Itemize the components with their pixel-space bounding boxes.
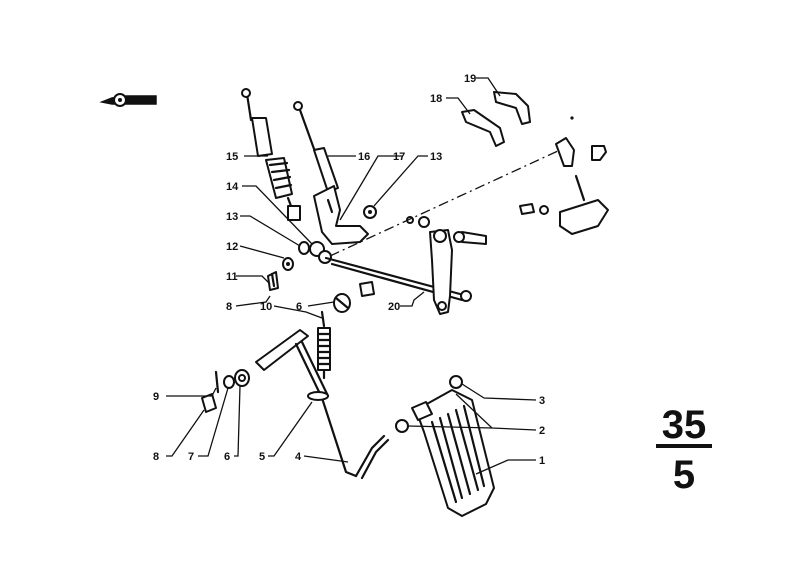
callout-4: 4	[295, 451, 302, 463]
bushing-14	[309, 241, 332, 264]
adjustable-rod-15	[241, 88, 301, 221]
callout-11: 11	[226, 271, 238, 283]
washer-7	[223, 375, 235, 389]
callout-19: 19	[464, 73, 476, 85]
washer-3	[449, 375, 463, 389]
washer-12	[282, 257, 294, 271]
bell-crank-lever	[429, 229, 453, 315]
leader-lines	[166, 77, 537, 475]
washer-5	[307, 391, 329, 401]
clip-11	[267, 271, 279, 291]
bushing-6-lower	[234, 369, 250, 387]
callout-6-upper: 6	[296, 301, 302, 313]
callout-12: 12	[226, 241, 238, 253]
callout-9: 9	[153, 391, 159, 403]
reference-divider	[656, 444, 712, 448]
bracket-19	[493, 91, 531, 125]
callout-17: 17	[393, 151, 405, 163]
key-symbol-icon	[99, 93, 157, 107]
callout-8-upper: 8	[226, 301, 232, 313]
clip-8	[201, 393, 217, 413]
callout-1: 1	[539, 455, 545, 467]
bracket-18	[461, 109, 505, 147]
short-rod-16	[293, 101, 339, 201]
pin-9	[214, 370, 220, 394]
page-reference: 35 5	[656, 403, 712, 497]
callout-3: 3	[539, 395, 545, 407]
washer-2	[395, 419, 409, 433]
callout-16: 16	[358, 151, 370, 163]
return-spring-10	[316, 310, 332, 380]
callout-10: 10	[260, 301, 272, 313]
callout-13: 13	[226, 211, 238, 223]
hinge-bracket	[519, 137, 609, 235]
callout-15: 15	[226, 151, 238, 163]
callout-14: 14	[226, 181, 239, 193]
callout-2: 2	[539, 425, 545, 437]
reference-bottom: 5	[673, 453, 695, 497]
callout-8: 8	[153, 451, 159, 463]
callout-7: 7	[188, 451, 194, 463]
reference-top: 35	[662, 403, 707, 447]
bracket-17	[313, 185, 369, 245]
bushing-6-upper	[333, 281, 375, 313]
callout-5: 5	[259, 451, 265, 463]
nut-13-upper	[363, 205, 377, 219]
callout-18: 18	[430, 93, 442, 105]
nut-13-lower	[298, 241, 310, 255]
pedal-lever-arm	[255, 329, 390, 480]
assembly-axis-line	[329, 149, 561, 257]
callout-6: 6	[224, 451, 230, 463]
accelerator-pedal-1	[411, 389, 495, 517]
callout-13-top: 13	[430, 151, 442, 163]
callout-20: 20	[388, 301, 400, 313]
